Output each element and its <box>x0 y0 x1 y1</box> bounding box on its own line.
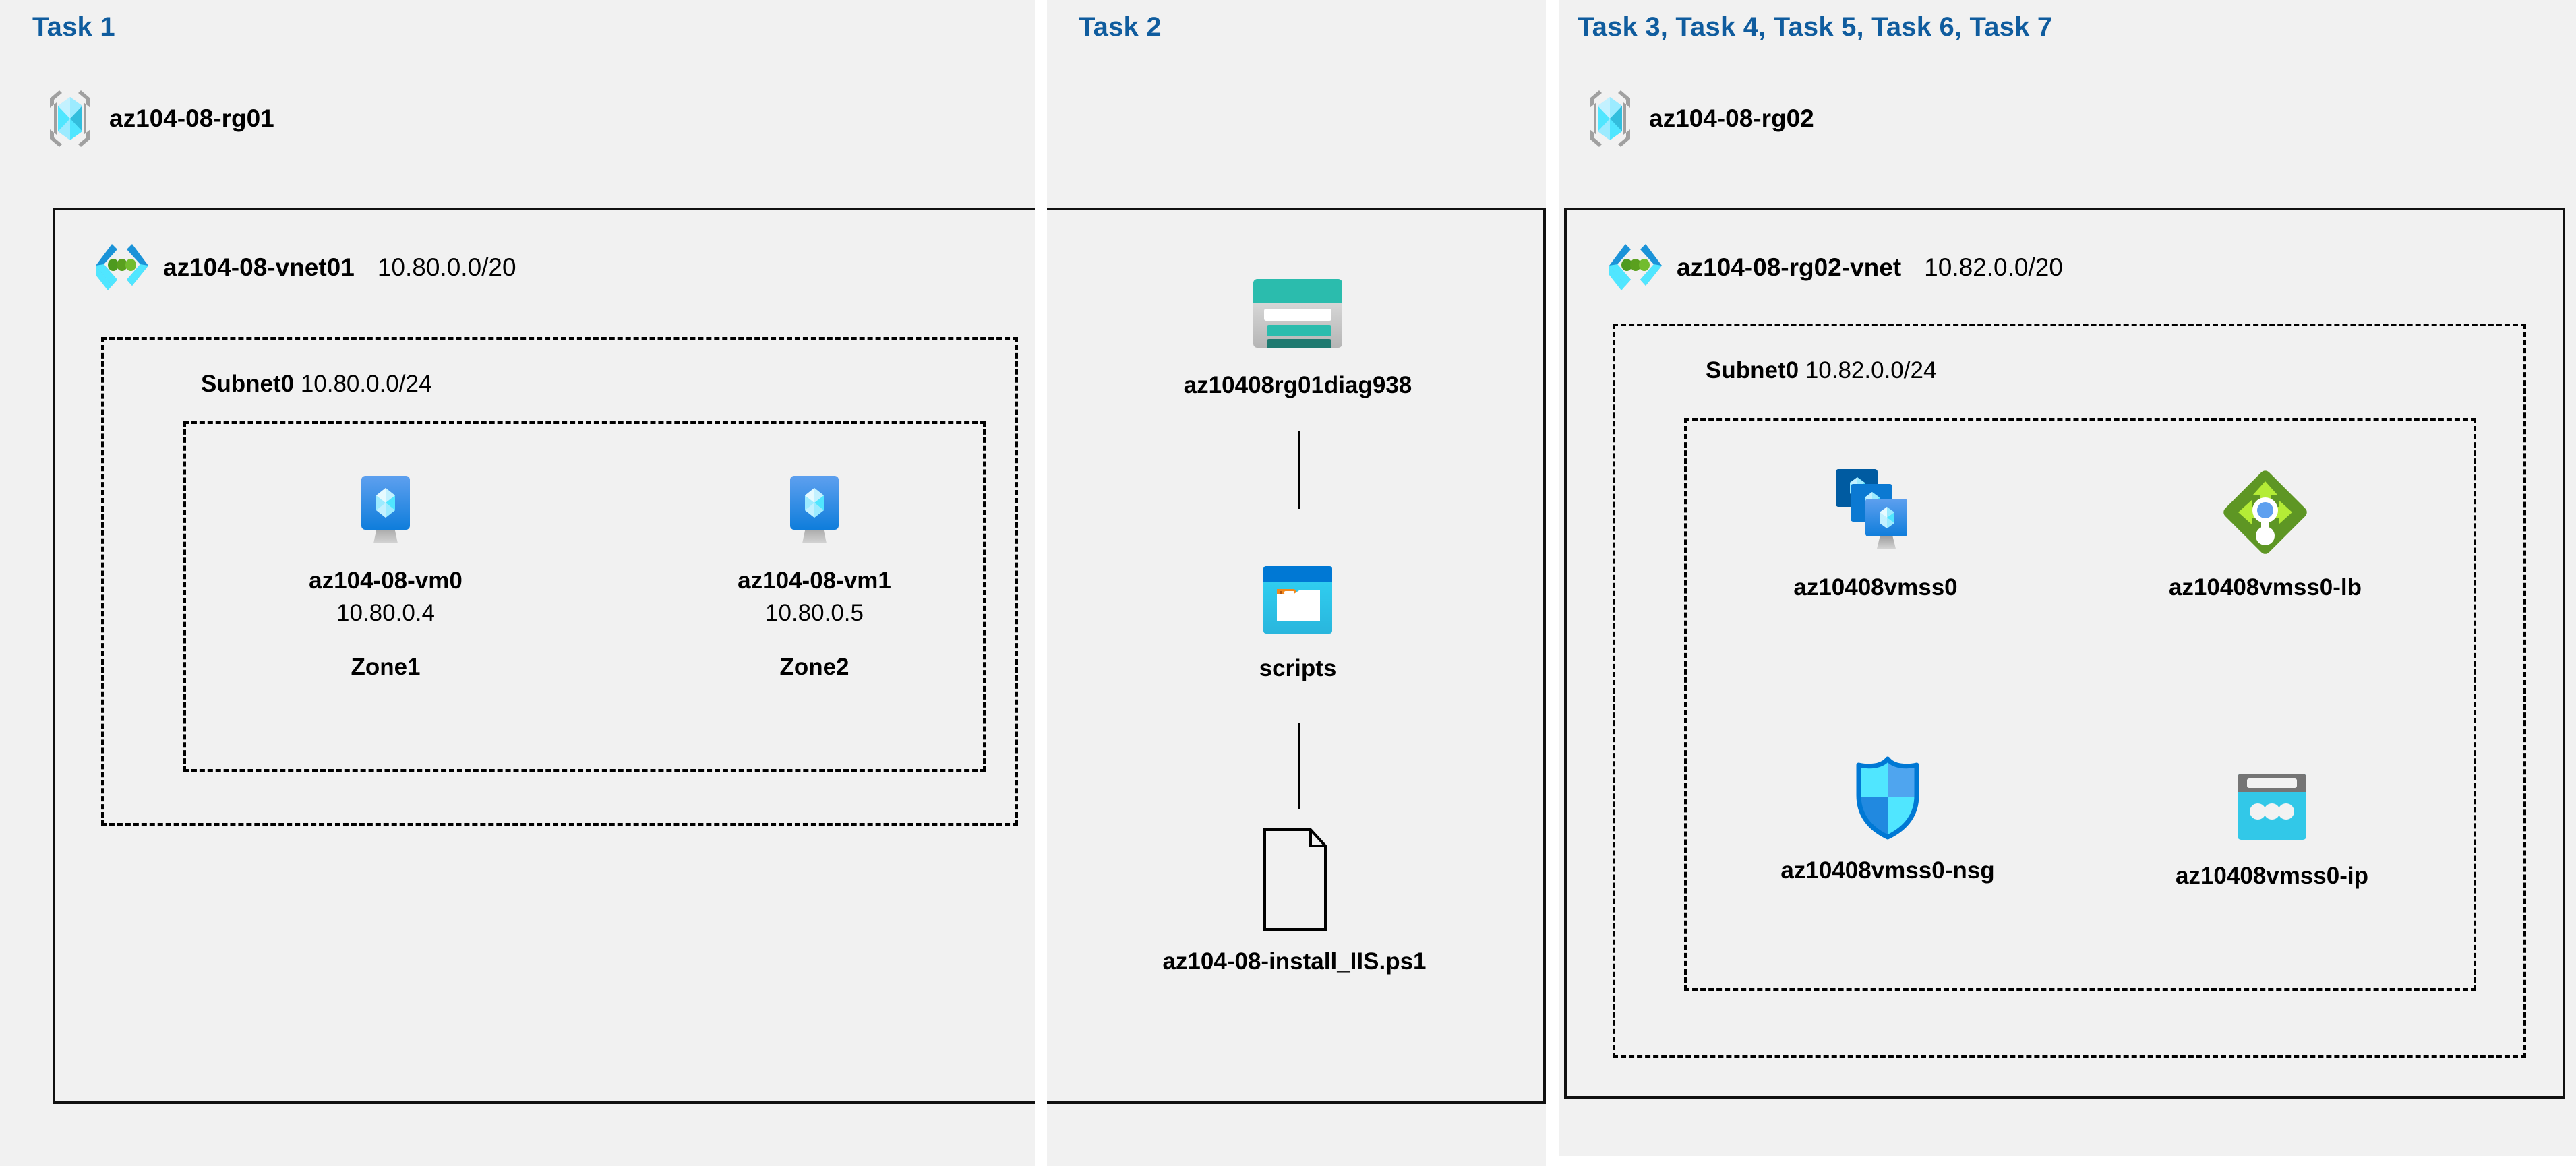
resource-group-rg02-label: az104-08-rg02 <box>1649 104 1814 132</box>
vm1-zone: Zone2 <box>779 654 849 680</box>
virtual-network-icon <box>94 241 150 294</box>
public-ip-address-icon <box>2144 747 2400 848</box>
storage-account-name: az10408rg01diag938 <box>1183 372 1412 398</box>
file-icon <box>1133 819 1456 933</box>
vm-scale-set-node: az10408vmss0 <box>1747 458 2004 601</box>
network-security-group-node: az10408vmss0-nsg <box>1760 741 2016 884</box>
resource-group-rg01-label: az104-08-rg01 <box>109 104 274 132</box>
vm1-name: az104-08-vm1 <box>738 567 891 594</box>
public-ip-address-node: az10408vmss0-ip <box>2144 747 2400 890</box>
load-balancer-name: az10408vmss0-lb <box>2168 574 2362 601</box>
vnet01-cidr: 10.80.0.0/20 <box>377 253 516 281</box>
task2-title: Task 2 <box>1079 12 1162 42</box>
storage-account-icon <box>1149 256 1446 357</box>
vnet02-header: az104-08-rg02-vnet 10.82.0.0/20 <box>1608 241 2063 294</box>
file-name: az104-08-install_IIS.ps1 <box>1162 948 1427 975</box>
task2-content-boundary <box>1047 208 1546 1104</box>
resource-group-icon <box>1586 88 1634 150</box>
load-balancer-node: az10408vmss0-lb <box>2137 458 2393 601</box>
public-ip-address-name: az10408vmss0-ip <box>2175 863 2369 889</box>
blob-container-node: scripts <box>1149 539 1446 682</box>
connector-container-to-file <box>1298 723 1300 809</box>
load-balancer-icon <box>2137 458 2393 559</box>
subnet0-vnet01-label: Subnet0 10.80.0.0/24 <box>201 371 431 398</box>
storage-account-node: az10408rg01diag938 <box>1149 256 1446 399</box>
availability-zones-boundary <box>183 421 986 772</box>
blob-container-icon <box>1149 539 1446 640</box>
vm0-name: az104-08-vm0 <box>309 567 462 594</box>
vm0-zone: Zone1 <box>351 654 421 680</box>
subnet0-vnet01-boundary <box>101 337 1018 826</box>
virtual-machine-icon <box>686 452 942 553</box>
vnet02-cidr: 10.82.0.0/20 <box>1924 253 2063 281</box>
subnet0-vnet02-label: Subnet0 10.82.0.0/24 <box>1706 357 1936 384</box>
resource-group-rg02-header: az104-08-rg02 <box>1586 88 1814 150</box>
blob-container-name: scripts <box>1259 655 1337 681</box>
task3-to-7-title: Task 3, Task 4, Task 5, Task 6, Task 7 <box>1578 12 2053 42</box>
vm1-node: az104-08-vm1 10.80.0.5 Zone2 <box>686 452 942 681</box>
panel-divider-left <box>1035 0 1047 1166</box>
virtual-network-icon <box>1608 241 1663 294</box>
subnet0-vnet02-boundary <box>1613 324 2526 1058</box>
vnet02-boundary <box>1564 208 2565 1099</box>
subnet0-vnet02-cidr: 10.82.0.0/24 <box>1805 357 1937 383</box>
resource-group-icon <box>46 88 94 150</box>
network-security-group-icon <box>1760 741 2016 842</box>
resource-group-rg01-header: az104-08-rg01 <box>46 88 274 150</box>
vm0-ip: 10.80.0.4 <box>336 600 435 626</box>
vmss-resources-boundary <box>1684 418 2476 991</box>
virtual-machine-icon <box>258 452 514 553</box>
task1-title: Task 1 <box>32 12 115 42</box>
connector-storage-to-container <box>1298 431 1300 509</box>
vm0-node: az104-08-vm0 10.80.0.4 Zone1 <box>258 452 514 681</box>
file-node: az104-08-install_IIS.ps1 <box>1133 819 1456 975</box>
vm-scale-set-name: az10408vmss0 <box>1793 574 1958 601</box>
panel-divider-right <box>1546 0 1559 1166</box>
vnet01-header: az104-08-vnet01 10.80.0.0/20 <box>94 241 516 294</box>
vnet02-name: az104-08-rg02-vnet <box>1677 253 1902 281</box>
vm-scale-set-icon <box>1747 458 2004 559</box>
network-security-group-name: az10408vmss0-nsg <box>1780 857 1995 884</box>
subnet0-vnet01-name: Subnet0 <box>201 371 295 397</box>
vm1-ip: 10.80.0.5 <box>765 600 864 626</box>
vnet01-name: az104-08-vnet01 <box>163 253 355 281</box>
subnet0-vnet01-cidr: 10.80.0.0/24 <box>300 371 432 397</box>
subnet0-vnet02-name: Subnet0 <box>1706 357 1799 383</box>
